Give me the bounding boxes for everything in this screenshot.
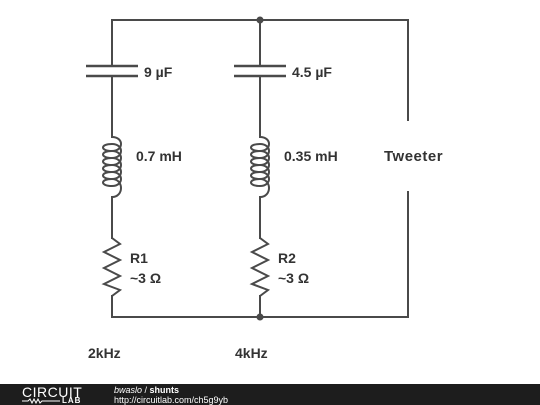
branch2-note: 4kHz — [235, 345, 268, 361]
waveform-icon — [22, 398, 60, 404]
capacitor-c2 — [234, 64, 286, 78]
circuit-url-link[interactable]: http://circuitlab.com/ch5g9yb — [114, 395, 229, 405]
credit-line: bwaslo / shunts — [114, 386, 179, 395]
r1-value-label: ~3 Ω — [130, 270, 161, 286]
junction-top — [256, 16, 264, 24]
c2-label: 4.5 µF — [292, 64, 332, 80]
c1-label: 9 µF — [144, 64, 173, 80]
inductor-l1 — [102, 136, 122, 198]
r1-name-label: R1 — [130, 250, 148, 266]
circuitlab-logo-sub: LAB — [62, 396, 82, 405]
credit-separator: / — [142, 385, 150, 395]
l1-label: 0.7 mH — [136, 148, 182, 164]
circuit-schematic: 9 µF 4.5 µF 0.7 mH 0.35 mH Tweeter R1 ~3… — [86, 16, 443, 361]
r2-name-label: R2 — [278, 250, 296, 266]
author-link[interactable]: bwaslo — [114, 385, 143, 395]
project-link[interactable]: shunts — [149, 385, 180, 395]
junctions — [256, 16, 264, 321]
capacitor-c1 — [86, 64, 138, 78]
resistor-r1 — [101, 237, 123, 297]
l2-label: 0.35 mH — [284, 148, 338, 164]
footer-bar: CIRCUIT LAB bwaslo / shunts http://circu… — [0, 384, 540, 405]
tweeter-label: Tweeter — [384, 148, 443, 165]
branch1-note: 2kHz — [88, 345, 121, 361]
junction-bottom — [256, 313, 264, 321]
inductor-l2 — [250, 136, 270, 198]
resistor-r2 — [249, 237, 271, 297]
circuitlab-logo-text[interactable]: CIRCUIT — [22, 384, 83, 400]
r2-value-label: ~3 Ω — [278, 270, 309, 286]
